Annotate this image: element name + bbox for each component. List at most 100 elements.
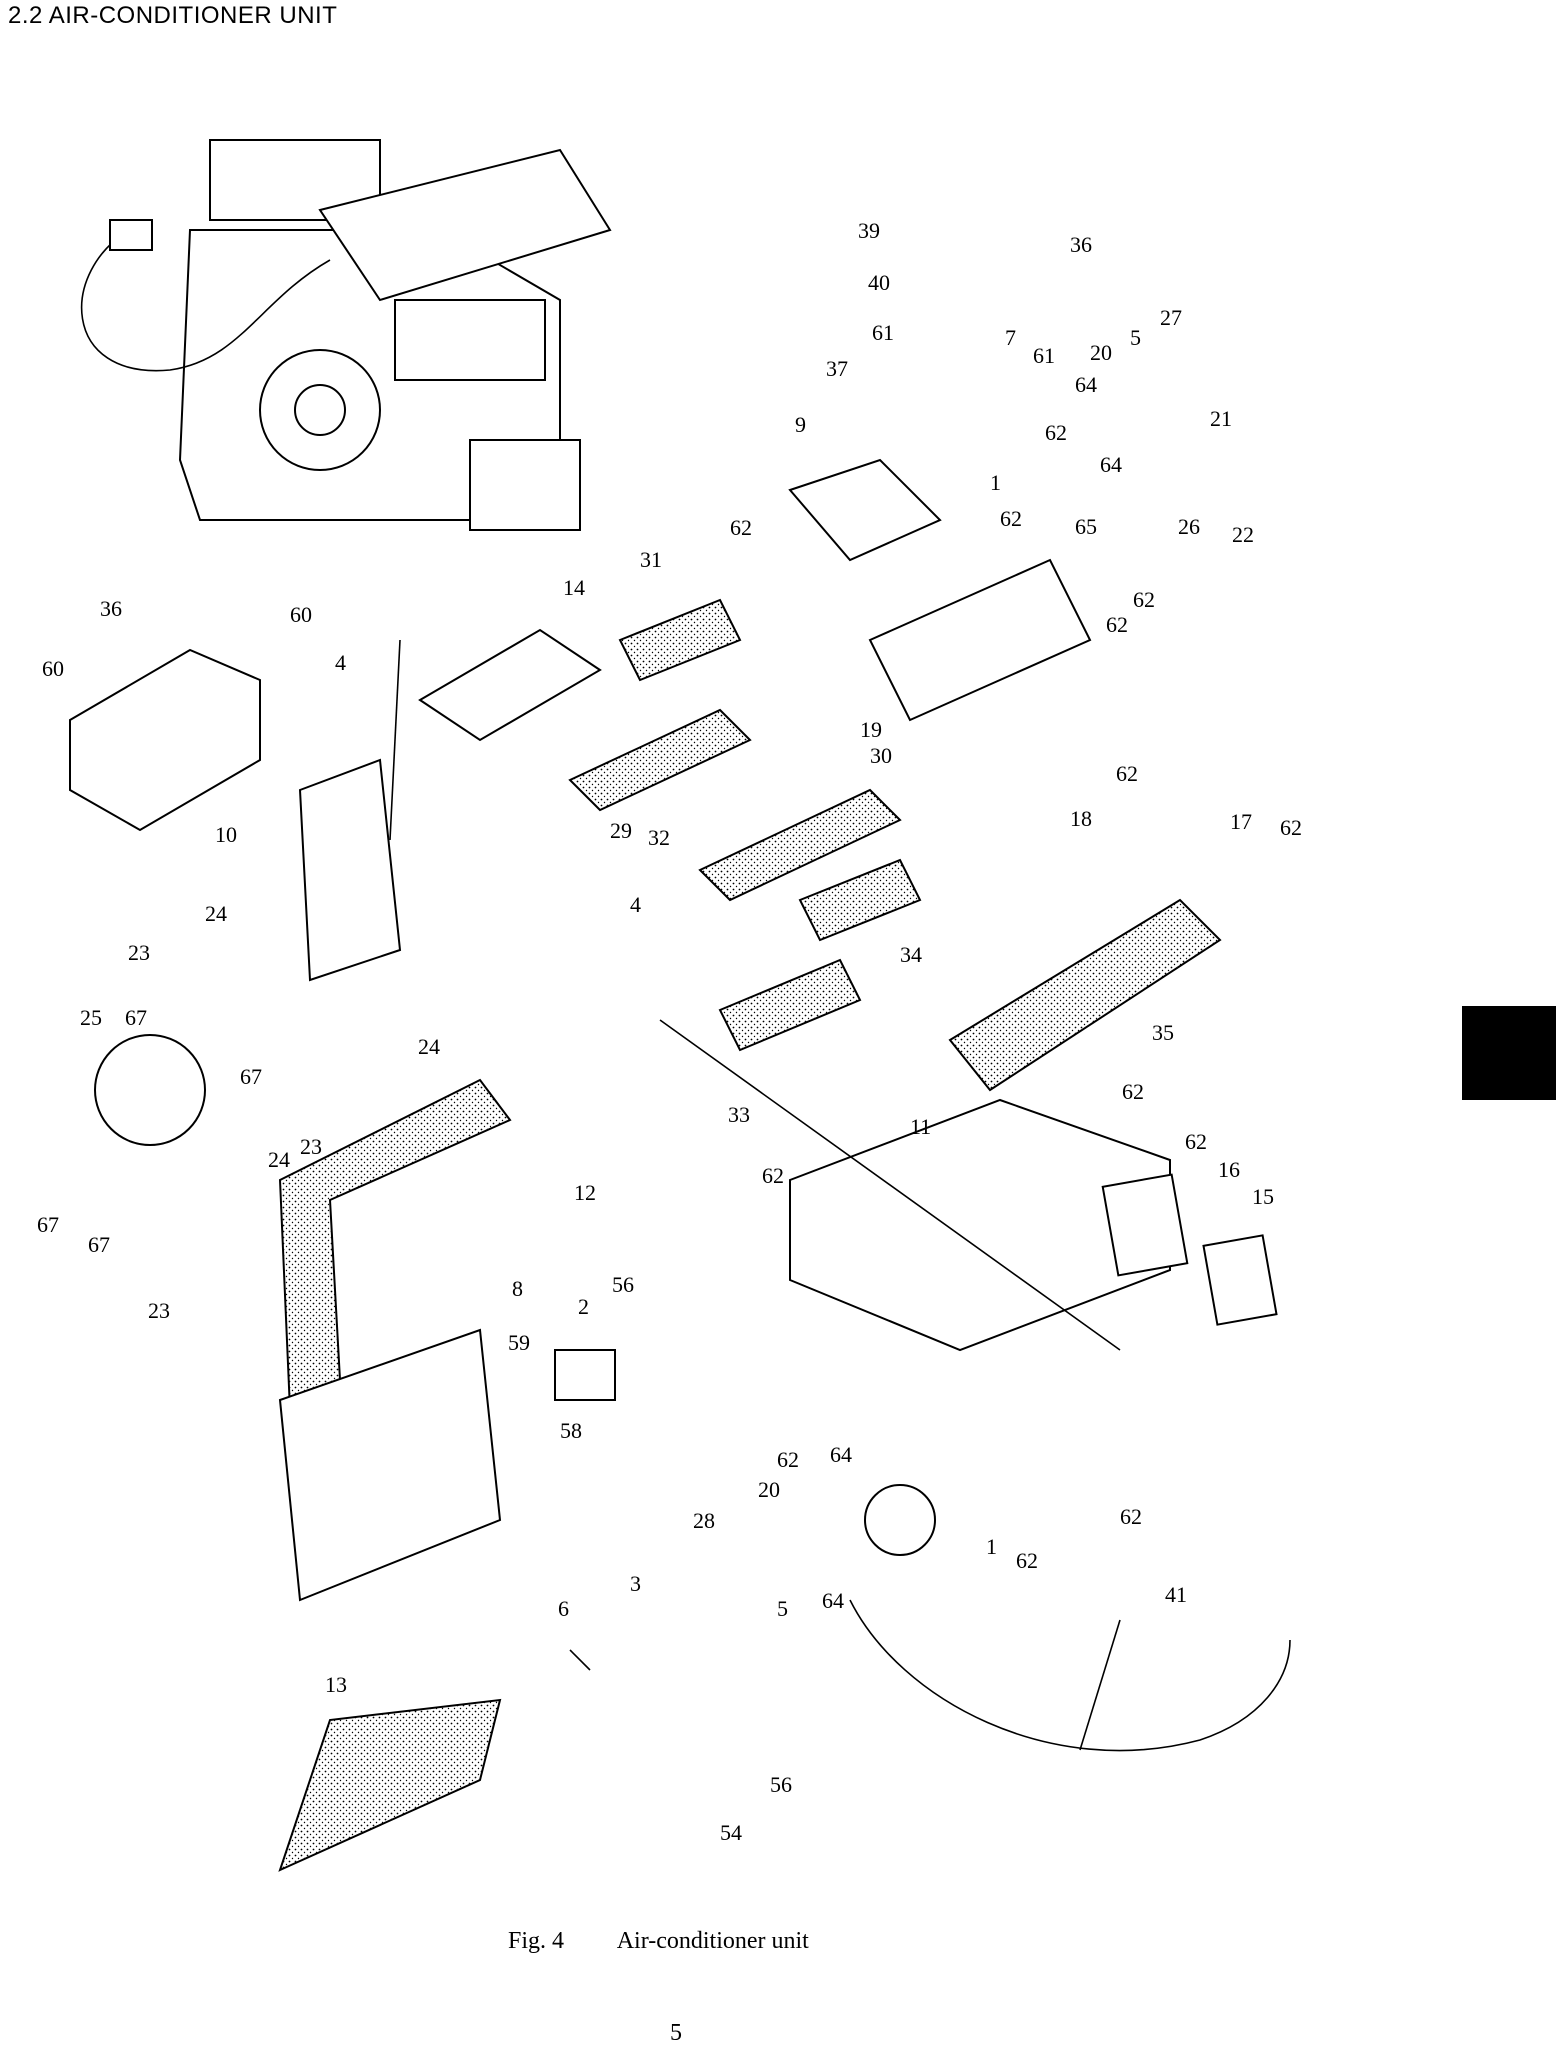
section-tab-marker <box>1462 1006 1556 1100</box>
lower-case-11 <box>789 1098 1171 1352</box>
label-40: 40 <box>868 270 890 295</box>
label-27: 27 <box>1160 305 1182 330</box>
module-box-36 <box>69 648 261 832</box>
label-62d: 62 <box>1133 587 1155 612</box>
label-62i: 62 <box>1185 1129 1207 1154</box>
label-59: 59 <box>508 1330 530 1355</box>
valve-2 <box>554 1349 616 1401</box>
label-23a: 23 <box>128 940 150 965</box>
label-61b: 61 <box>1033 343 1055 368</box>
label-64c: 64 <box>830 1442 852 1467</box>
seal-14 <box>418 628 602 742</box>
label-19: 19 <box>860 717 882 742</box>
label-54: 54 <box>720 1820 742 1845</box>
label-36: 36 <box>100 596 122 621</box>
label-34: 34 <box>900 942 922 967</box>
label-20: 20 <box>1090 340 1112 365</box>
housing-10 <box>298 758 402 982</box>
label-10: 10 <box>215 822 237 847</box>
label-7: 7 <box>1005 325 1016 350</box>
label-32: 32 <box>648 825 670 850</box>
label-62g: 62 <box>1280 815 1302 840</box>
label-60a: 60 <box>290 602 312 627</box>
figure-caption-text: Air-conditioner unit <box>616 1928 809 1954</box>
label-56b: 56 <box>770 1772 792 1797</box>
label-62e: 62 <box>1106 612 1128 637</box>
blower-25 <box>94 1034 206 1146</box>
filter-29 <box>568 708 752 812</box>
label-67d: 67 <box>88 1232 110 1257</box>
label-67b: 67 <box>240 1064 262 1089</box>
label-62c: 62 <box>730 515 752 540</box>
label-64: 64 <box>1075 372 1097 397</box>
filter-34 <box>798 858 922 942</box>
label-62b: 62 <box>1000 506 1022 531</box>
frame-9 <box>788 458 942 562</box>
exploded-parts-diagram: 39 36 40 61 37 7 61 20 5 27 64 21 9 62 6… <box>37 139 1302 1872</box>
harness-41 <box>849 1599 1291 1752</box>
label-18: 18 <box>1070 806 1092 831</box>
tray-13 <box>278 1698 502 1872</box>
label-41: 41 <box>1165 1582 1187 1607</box>
label-56a: 56 <box>612 1272 634 1297</box>
label-5b: 5 <box>777 1596 788 1621</box>
label-2: 2 <box>578 1294 589 1319</box>
label-65: 65 <box>1075 514 1097 539</box>
label-33: 33 <box>728 1102 750 1127</box>
label-8: 8 <box>512 1276 523 1301</box>
label-60b: 60 <box>42 656 64 681</box>
label-22: 22 <box>1232 522 1254 547</box>
label-67a: 67 <box>125 1005 147 1030</box>
figure-caption: Fig. 4 Air-conditioner unit <box>508 1928 809 1955</box>
duct-35 <box>948 898 1222 1092</box>
section-title: 2.2 AIR-CONDITIONER UNIT <box>8 2 338 29</box>
upper-case <box>868 558 1092 722</box>
label-31: 31 <box>640 547 662 572</box>
label-24c: 24 <box>268 1147 290 1172</box>
label-39: 39 <box>858 218 880 243</box>
label-6: 6 <box>558 1596 569 1621</box>
assembled-unit-illustration <box>80 139 612 531</box>
label-62f: 62 <box>1116 761 1138 786</box>
label-29: 29 <box>610 818 632 843</box>
label-62a: 62 <box>1045 420 1067 445</box>
label-62k: 62 <box>777 1447 799 1472</box>
label-23b: 23 <box>300 1134 322 1159</box>
label-16: 16 <box>1218 1157 1240 1182</box>
label-30: 30 <box>870 743 892 768</box>
label-11: 11 <box>910 1114 931 1139</box>
label-36-top: 36 <box>1070 232 1092 257</box>
label-23c: 23 <box>148 1298 170 1323</box>
evaporator-8 <box>278 1328 502 1602</box>
label-9: 9 <box>795 412 806 437</box>
label-62j: 62 <box>762 1163 784 1188</box>
label-28: 28 <box>693 1508 715 1533</box>
seal-16 <box>1101 1173 1189 1277</box>
filter-33 <box>718 958 862 1052</box>
label-21: 21 <box>1210 406 1232 431</box>
label-4a: 4 <box>335 650 346 675</box>
part-number-labels: 39 36 40 61 37 7 61 20 5 27 64 21 9 62 6… <box>37 218 1302 1845</box>
label-62h: 62 <box>1122 1079 1144 1104</box>
label-37: 37 <box>826 356 848 381</box>
label-61: 61 <box>872 320 894 345</box>
label-4b: 4 <box>630 892 641 917</box>
label-24b: 24 <box>418 1034 440 1059</box>
label-15: 15 <box>1252 1184 1274 1209</box>
label-62l: 62 <box>1120 1504 1142 1529</box>
label-64d: 64 <box>822 1588 844 1613</box>
label-35: 35 <box>1152 1020 1174 1045</box>
label-26: 26 <box>1178 514 1200 539</box>
label-20b: 20 <box>758 1477 780 1502</box>
label-67c: 67 <box>37 1212 59 1237</box>
label-14: 14 <box>563 575 585 600</box>
label-5: 5 <box>1130 325 1141 350</box>
figure-number: Fig. 4 <box>508 1928 565 1954</box>
motor-1-lower <box>864 1484 936 1556</box>
label-3: 3 <box>630 1571 641 1596</box>
label-25: 25 <box>80 1005 102 1030</box>
filter-31 <box>618 598 742 682</box>
label-62m: 62 <box>1016 1548 1038 1573</box>
label-58: 58 <box>560 1418 582 1443</box>
label-17: 17 <box>1230 809 1252 834</box>
